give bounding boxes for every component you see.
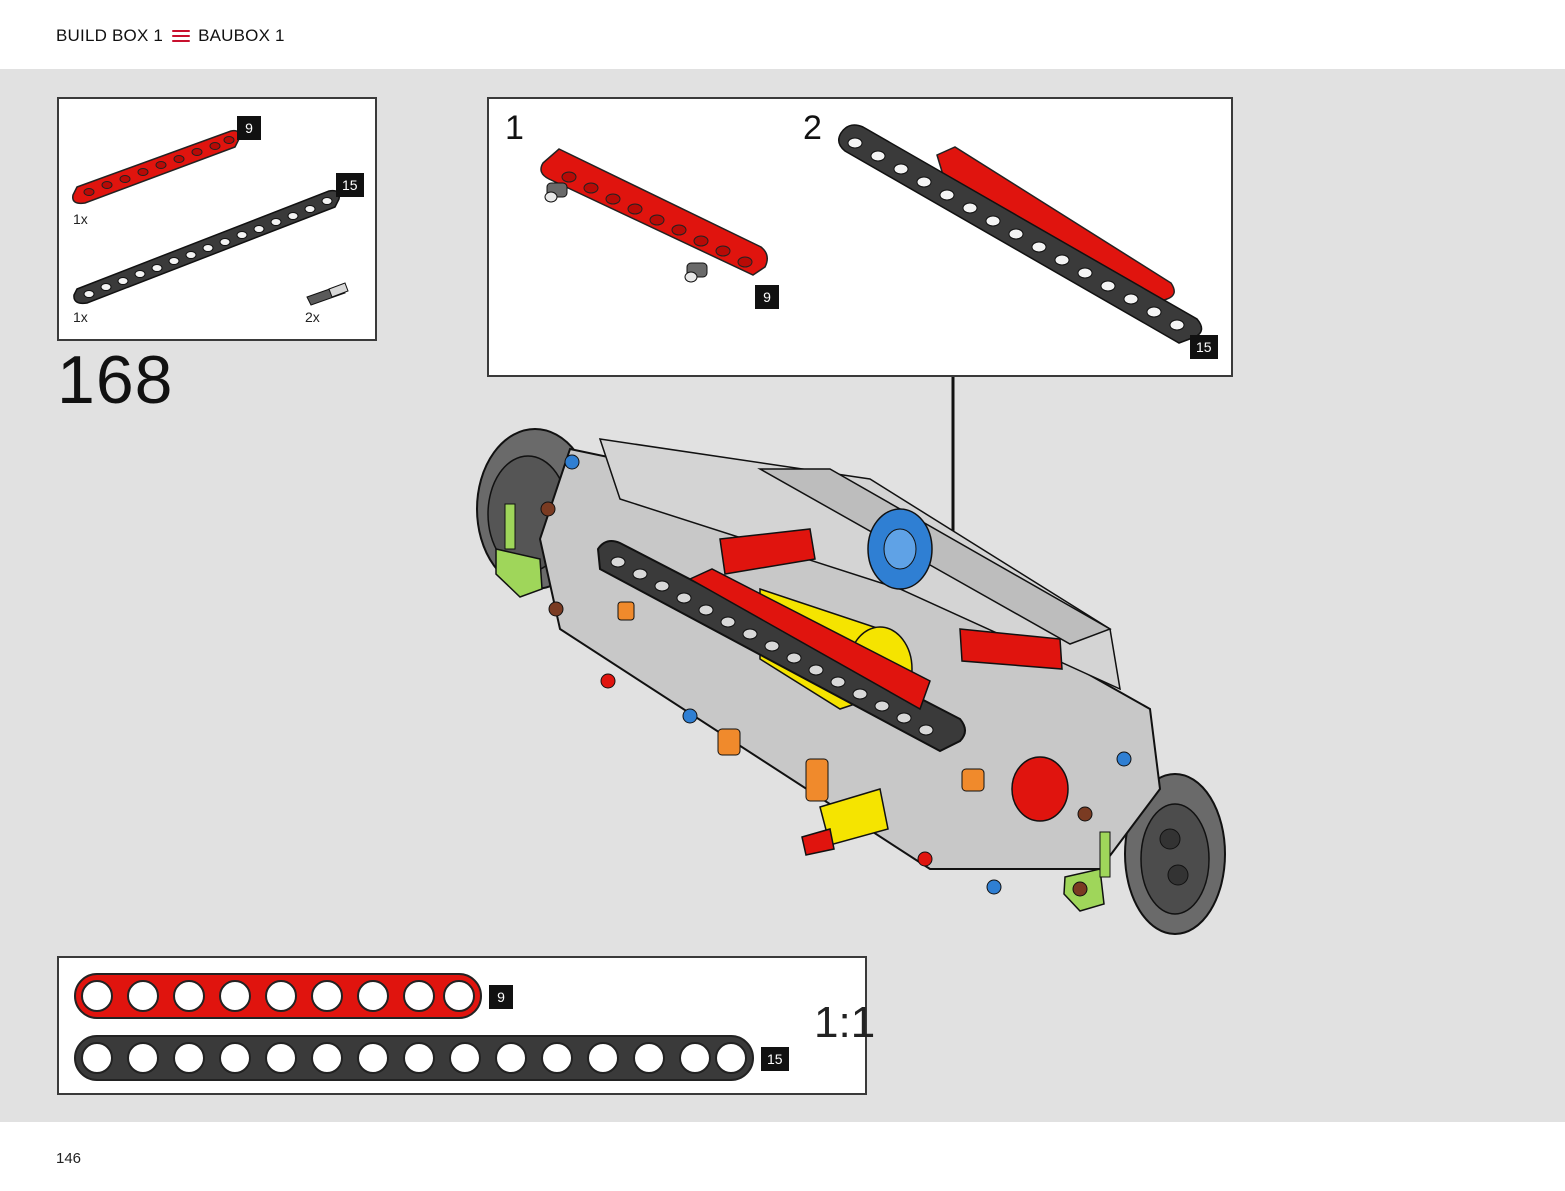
sub-step-box: 1 2 9 15 [487,97,1233,377]
lime-green-parts [495,503,1111,912]
sub-step-2-dark-beam [838,124,1203,344]
page-header: BUILD BOX 1 BAUBOX 1 [0,0,1565,69]
part-quantity-pin: 2x [305,309,320,325]
main-assembly-illustration [476,377,1226,935]
parts-list-box: 9 15 1x 1x 2x [57,97,377,341]
scale-ratio-label: 1:1 [814,998,876,1047]
scale-reference-box: 9 15 1:1 [57,956,875,1095]
placed-beam-assembly [596,540,966,753]
small-pins [540,454,1132,897]
part-quantity-red-beam: 1x [73,211,88,227]
instruction-area: 9 15 1x 1x 2x 168 [0,69,1565,1122]
page-number: 146 [56,1150,82,1167]
scale-badge-9: 9 [489,985,513,1009]
scale-beam-15 [74,1035,754,1081]
scale-badge-15: 15 [761,1047,789,1071]
sub-step-illustration [540,124,1203,344]
red-axles [600,528,1069,867]
scale-beams-illustration [74,973,754,1081]
scale-beam-9 [74,973,482,1019]
red-beam-9-part [72,129,241,205]
sub-step-1-red-beam [540,148,768,283]
sub-step-2-number: 2 [803,109,822,147]
sub-step-1-length-badge: 9 [755,285,779,309]
right-hub-disc [1124,773,1226,935]
part-length-badge-15: 15 [336,173,364,197]
part-length-badge-9: 9 [237,116,261,140]
sub-step-1-number: 1 [505,109,524,147]
dark-beam-15-part [73,189,341,305]
orange-connectors [617,601,985,802]
friction-pin-part [306,282,349,306]
sub-step-2-length-badge: 15 [1190,335,1218,359]
parts-illustration [72,129,349,306]
menu-lines-icon [172,30,191,43]
page-footer: 146 [0,1122,1565,1191]
part-quantity-dark-beam: 1x [73,309,88,325]
header-breadcrumb: BUILD BOX 1 BAUBOX 1 [56,26,285,46]
build-box-label: BUILD BOX 1 [56,26,164,45]
blue-gear [867,508,933,590]
bau-box-label: BAUBOX 1 [198,26,285,45]
step-number: 168 [57,342,174,418]
